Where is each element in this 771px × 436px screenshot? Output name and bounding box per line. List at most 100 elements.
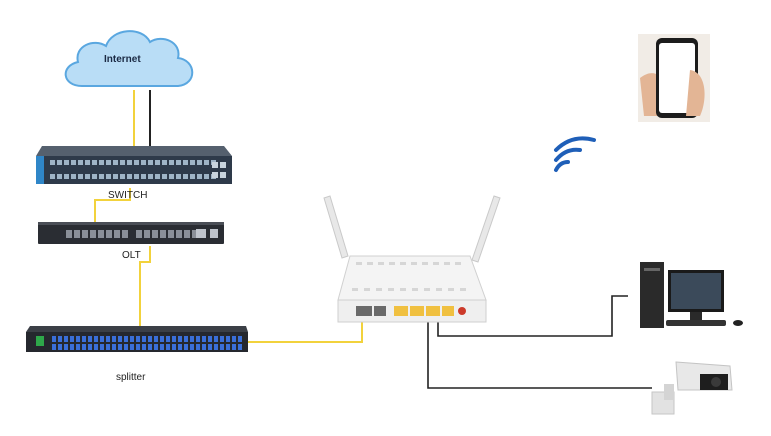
switch-port <box>162 174 167 179</box>
splitter-port <box>112 336 116 342</box>
splitter-port <box>196 344 200 350</box>
splitter-port <box>202 336 206 342</box>
router-vent <box>411 262 417 265</box>
splitter-port <box>172 336 176 342</box>
olt-port <box>168 230 174 238</box>
switch-port <box>162 160 167 165</box>
switch-port <box>78 174 83 179</box>
splitter-port <box>136 336 140 342</box>
router-vent <box>389 262 395 265</box>
switch-port <box>155 160 160 165</box>
switch-port <box>106 160 111 165</box>
splitter-port <box>196 336 200 342</box>
switch-port <box>64 174 69 179</box>
olt-port <box>114 230 120 238</box>
splitter-port <box>226 344 230 350</box>
switch-port <box>113 160 118 165</box>
splitter-port <box>220 336 224 342</box>
switch-port <box>190 174 195 179</box>
switch-port <box>204 174 209 179</box>
switch-uplink-port <box>212 162 218 168</box>
switch-uplink-port <box>220 172 226 178</box>
splitter-port <box>124 336 128 342</box>
router-vent <box>455 262 461 265</box>
switch-uplink-port <box>212 172 218 178</box>
router-pc-link <box>437 295 628 337</box>
switch-port <box>148 160 153 165</box>
switch-port <box>64 160 69 165</box>
splitter-port <box>154 336 158 342</box>
router-vent <box>444 262 450 265</box>
splitter-port <box>142 344 146 350</box>
olt-port <box>160 230 166 238</box>
olt-port <box>136 230 142 238</box>
splitter-port <box>118 344 122 350</box>
splitter-port <box>124 344 128 350</box>
switch-device <box>36 146 232 184</box>
switch-port <box>78 160 83 165</box>
switch-port <box>183 174 188 179</box>
splitter-port <box>238 344 242 350</box>
smartphone-icon <box>638 34 710 122</box>
router-vent <box>376 288 382 291</box>
router-device <box>323 195 501 323</box>
switch-port <box>127 174 132 179</box>
splitter-port <box>214 344 218 350</box>
splitter-port <box>58 344 62 350</box>
splitter-port <box>190 336 194 342</box>
switch-port <box>50 160 55 165</box>
internet-label: Internet <box>104 54 141 65</box>
olt-port <box>184 230 190 238</box>
router-vent <box>400 262 406 265</box>
switch-port <box>197 160 202 165</box>
olt-uplink-port <box>210 229 218 238</box>
splitter-port <box>82 344 86 350</box>
router-vent <box>388 288 394 291</box>
splitter-port <box>130 344 134 350</box>
desktop-pc-icon <box>640 262 743 328</box>
switch-port <box>176 160 181 165</box>
splitter-port <box>148 344 152 350</box>
splitter-port <box>106 344 110 350</box>
splitter-port <box>100 344 104 350</box>
switch-port <box>190 160 195 165</box>
router-vent <box>424 288 430 291</box>
router-vent <box>422 262 428 265</box>
switch-port <box>57 174 62 179</box>
router-vent <box>448 288 454 291</box>
olt-port <box>152 230 158 238</box>
splitter-port <box>166 344 170 350</box>
splitter-port <box>76 344 80 350</box>
splitter-port <box>160 344 164 350</box>
splitter-port <box>88 344 92 350</box>
router-vent <box>436 288 442 291</box>
splitter-port <box>106 336 110 342</box>
splitter-port <box>184 336 188 342</box>
splitter-port <box>88 336 92 342</box>
switch-port <box>183 160 188 165</box>
splitter-port <box>130 336 134 342</box>
splitter-port <box>64 336 68 342</box>
splitter-port <box>208 336 212 342</box>
switch-port <box>85 174 90 179</box>
splitter-port <box>154 344 158 350</box>
splitter-router-link <box>248 322 363 343</box>
switch-port <box>50 174 55 179</box>
splitter-port <box>232 336 236 342</box>
switch-port <box>148 174 153 179</box>
olt-port <box>176 230 182 238</box>
router-vent <box>400 288 406 291</box>
switch-port <box>155 174 160 179</box>
switch-port <box>176 174 181 179</box>
switch-port <box>106 174 111 179</box>
switch-port <box>120 160 125 165</box>
splitter-port <box>178 344 182 350</box>
switch-port <box>71 160 76 165</box>
switch-port <box>204 160 209 165</box>
splitter-port <box>142 336 146 342</box>
switch-port <box>197 174 202 179</box>
olt-device <box>38 222 224 244</box>
splitter-port <box>238 336 242 342</box>
splitter-port <box>190 344 194 350</box>
switch-port <box>141 160 146 165</box>
